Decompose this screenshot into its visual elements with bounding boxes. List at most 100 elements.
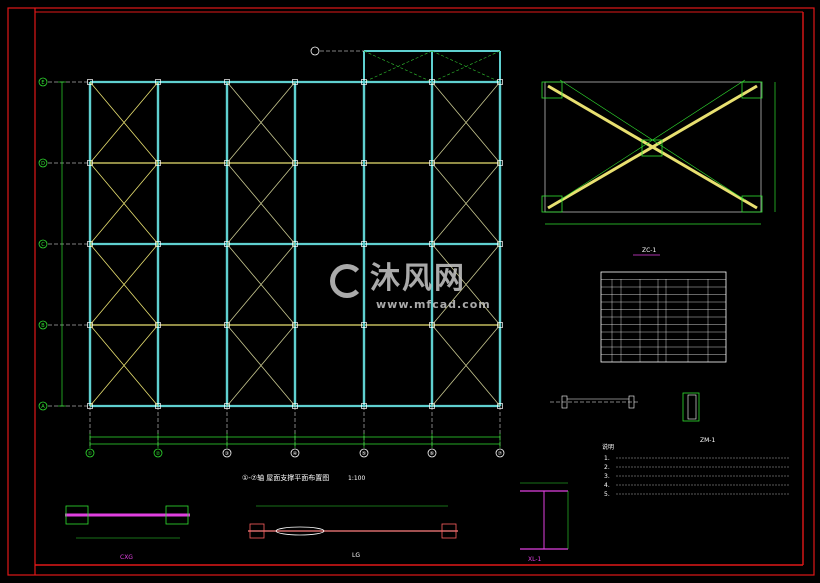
drawing-frame — [7, 7, 815, 576]
axis-bubble — [222, 448, 232, 458]
x-brace — [89, 324, 159, 407]
axis-label: ⑦ — [498, 451, 503, 457]
column-node — [224, 241, 230, 247]
turnbuckle — [275, 526, 325, 536]
column-node — [429, 79, 435, 85]
x-brace — [226, 324, 296, 407]
axis-bubble — [427, 448, 437, 458]
axis-bubble — [38, 158, 48, 168]
column-node — [155, 160, 161, 166]
x-brace — [431, 243, 501, 326]
column-node — [292, 160, 298, 166]
column-node — [292, 403, 298, 409]
column-node — [224, 79, 230, 85]
column-node — [497, 322, 503, 328]
embed-plate — [682, 392, 700, 422]
axis-label: B — [41, 323, 45, 329]
column-node — [87, 241, 93, 247]
brace — [431, 50, 501, 83]
notes-title: 说明 — [602, 443, 614, 451]
column-node — [292, 322, 298, 328]
axis-bubble — [38, 77, 48, 87]
label-lg: LG — [352, 552, 360, 559]
column-node — [361, 322, 367, 328]
axis-bubble — [153, 448, 163, 458]
column-node — [224, 160, 230, 166]
column-node — [87, 79, 93, 85]
axis-label: ⑤ — [362, 451, 366, 457]
column-node — [361, 241, 367, 247]
axis-label: ⑥ — [430, 451, 435, 457]
axis-label: ③ — [225, 451, 229, 457]
watermark-name: 沐风网 — [370, 261, 466, 296]
watermark-url: www.mfcad.com — [376, 298, 491, 311]
column-node — [87, 160, 93, 166]
gusset-plate — [741, 195, 763, 213]
note-item: 3. — [604, 473, 610, 480]
axis-label: ④ — [293, 451, 298, 457]
gusset-plate — [741, 81, 763, 99]
label-zc1: ZC-1 — [642, 247, 656, 254]
axis-label: ② — [156, 451, 161, 457]
column-node — [429, 160, 435, 166]
x-brace — [226, 81, 296, 164]
embed-anchor — [687, 394, 697, 420]
axis-label: E — [41, 80, 44, 86]
axis-bubble — [38, 320, 48, 330]
x-brace — [431, 81, 501, 164]
brace-panel-outline — [544, 81, 762, 213]
column-node — [361, 160, 367, 166]
axis-bubble — [310, 46, 320, 56]
brace — [363, 50, 433, 83]
column-node — [292, 79, 298, 85]
axis-label: D — [41, 161, 45, 167]
rod-end — [441, 523, 457, 539]
tie-end — [65, 505, 89, 525]
x-brace — [89, 81, 159, 164]
column-node — [497, 160, 503, 166]
plan-title: ①-⑦轴 屋面支撑平面布置图 — [242, 473, 329, 482]
label-cxg: CXG — [120, 554, 133, 561]
column-node — [224, 403, 230, 409]
axis-label: C — [41, 242, 45, 248]
column-node — [429, 403, 435, 409]
x-brace — [89, 243, 159, 326]
roof-brace-plan: E D C B A ① ② ③ ④ ⑤ ⑥ ⑦ — [38, 46, 505, 458]
axis-bubble — [38, 239, 48, 249]
axis-bubble — [359, 448, 369, 458]
plan-scale: 1:100 — [348, 475, 365, 482]
column-node — [429, 322, 435, 328]
column-node — [87, 322, 93, 328]
axis-bubble — [38, 401, 48, 411]
x-brace — [226, 243, 296, 326]
diagonal-brace — [547, 84, 758, 210]
axis-label: A — [41, 404, 45, 410]
gusset-plate — [541, 195, 563, 213]
column-node — [497, 79, 503, 85]
rod-end — [628, 395, 635, 409]
gusset-plate — [641, 139, 663, 157]
label-zm1: ZM-1 — [700, 437, 715, 444]
axis-bubble — [290, 448, 300, 458]
column-node — [497, 403, 503, 409]
note-item: 1. — [604, 455, 610, 462]
column-node — [429, 241, 435, 247]
x-brace — [431, 162, 501, 245]
note-item: 2. — [604, 464, 610, 471]
column-node — [361, 403, 367, 409]
label-xl1: XL-1 — [528, 556, 542, 563]
column-node — [155, 241, 161, 247]
axis-label: ① — [88, 451, 93, 457]
note-item: 4. — [604, 482, 610, 489]
material-table — [600, 271, 727, 363]
column-node — [224, 322, 230, 328]
column-node — [155, 403, 161, 409]
watermark: 沐风网 www.mfcad.com — [330, 262, 491, 312]
rod-end — [561, 395, 568, 409]
column-node — [155, 79, 161, 85]
axis-bubble — [495, 448, 505, 458]
outer-frame — [7, 7, 815, 576]
x-brace — [226, 162, 296, 245]
tie-end — [165, 505, 189, 525]
